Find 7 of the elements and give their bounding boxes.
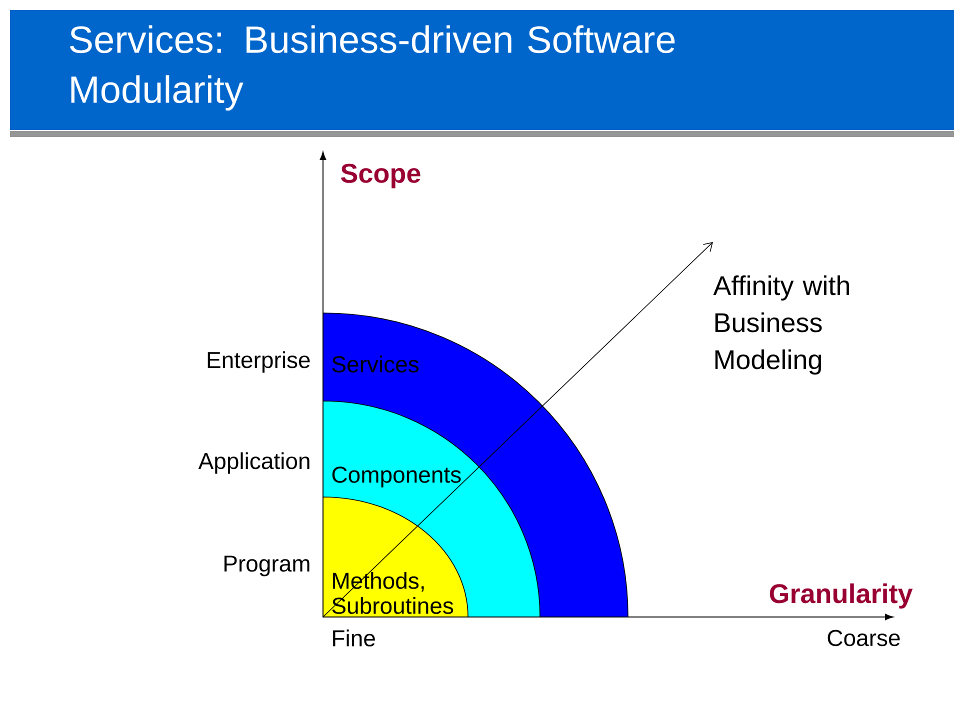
axis-title: Scope <box>341 164 420 188</box>
title-banner: Services: Business-driven Software Modularity <box>10 10 954 137</box>
axis-title: Granularity <box>770 583 913 609</box>
axis-label: Application <box>198 452 310 474</box>
axis-label: Coarse <box>828 630 900 646</box>
axis-label: Enterprise <box>208 351 310 373</box>
arrow-caption: Affinity with Business Modeling <box>713 275 849 375</box>
